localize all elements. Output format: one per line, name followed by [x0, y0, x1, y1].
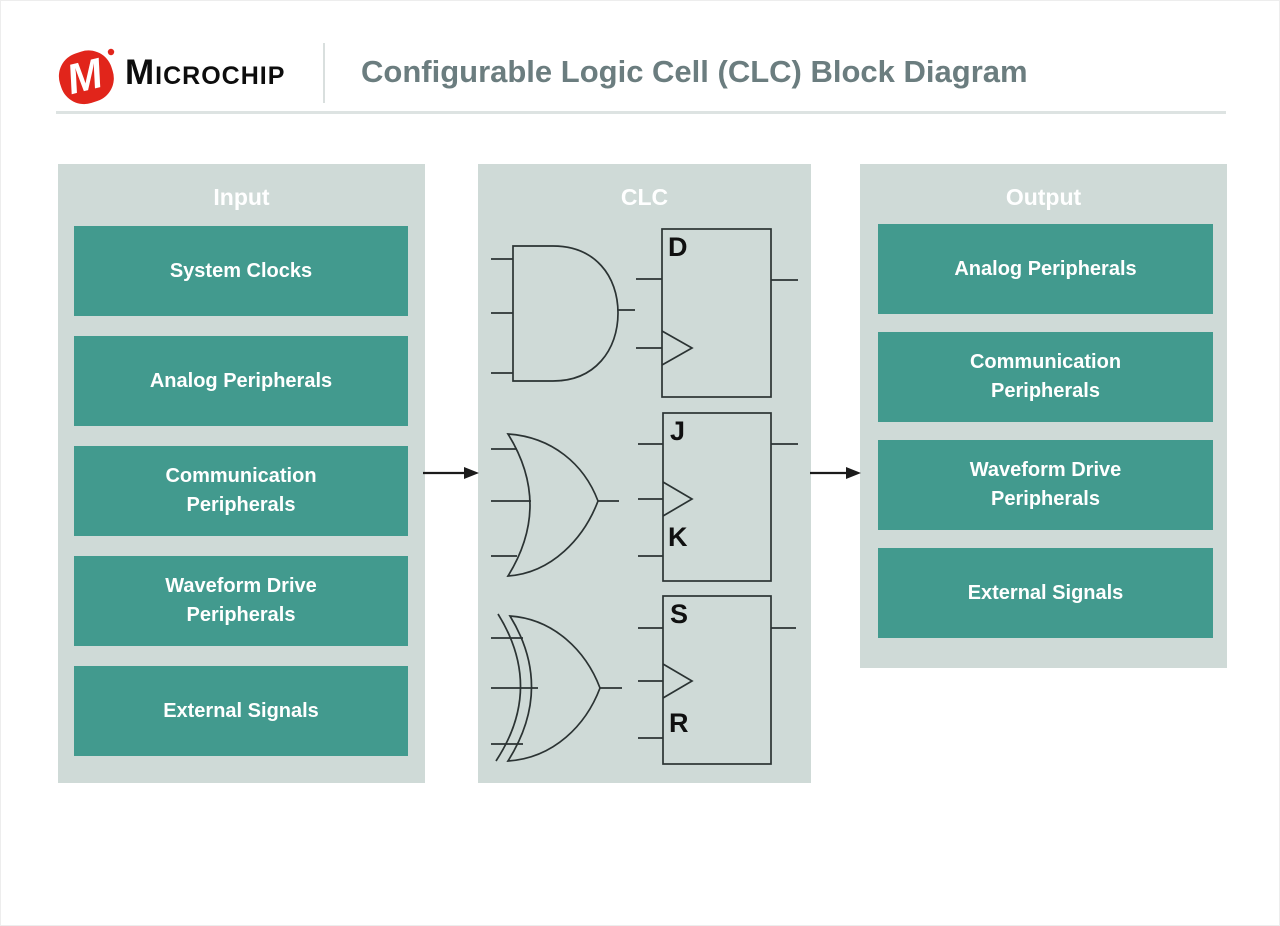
input-panel: Input System Clocks Analog Peripherals C…: [58, 164, 425, 783]
clc-to-output-arrow-icon: [810, 467, 861, 479]
input-panel-title: Input: [213, 184, 270, 210]
input-box-analog-peripherals: Analog Peripherals: [74, 336, 408, 426]
svg-text:S: S: [670, 599, 688, 629]
input-to-clc-arrow-icon: [423, 467, 479, 479]
clock-triangle-icon: [662, 663, 694, 699]
jk-flipflop: J K: [638, 412, 798, 582]
output-panel: Output Analog Peripherals Communication …: [860, 164, 1227, 668]
and-gate-icon: [491, 245, 635, 382]
header-rule: [56, 111, 1226, 114]
clc-panel-title: CLC: [620, 184, 669, 210]
input-box-waveform-drive-peripherals: Waveform Drive Peripherals: [74, 556, 408, 646]
or-gate-icon: [491, 433, 619, 577]
svg-text:K: K: [668, 522, 688, 552]
clc-panel: CLC D: [478, 164, 811, 783]
output-panel-title: Output: [1005, 184, 1082, 210]
header-divider: [323, 43, 325, 103]
sr-flipflop: S R: [638, 595, 796, 765]
d-flipflop: D: [636, 228, 798, 398]
output-box-external-signals: External Signals: [878, 548, 1213, 638]
input-box-communication-peripherals: Communication Peripherals: [74, 446, 408, 536]
xor-gate-icon: [491, 613, 622, 762]
clc-schematic: D J K: [491, 228, 798, 765]
microchip-logo-icon: M: [58, 48, 115, 105]
svg-text:J: J: [670, 416, 685, 446]
output-box-analog-peripherals: Analog Peripherals: [878, 224, 1213, 314]
svg-text:R: R: [669, 708, 689, 738]
page-title: Configurable Logic Cell (CLC) Block Diag…: [361, 54, 1028, 89]
svg-text:D: D: [668, 232, 688, 262]
output-box-communication-peripherals: Communication Peripherals: [878, 332, 1213, 422]
input-box-system-clocks: System Clocks: [74, 226, 408, 316]
input-box-external-signals: External Signals: [74, 666, 408, 756]
clock-triangle-icon: [662, 481, 694, 517]
output-box-waveform-drive-peripherals: Waveform Drive Peripherals: [878, 440, 1213, 530]
brand-name: Microchip: [125, 53, 286, 92]
clock-triangle-icon: [661, 330, 694, 366]
